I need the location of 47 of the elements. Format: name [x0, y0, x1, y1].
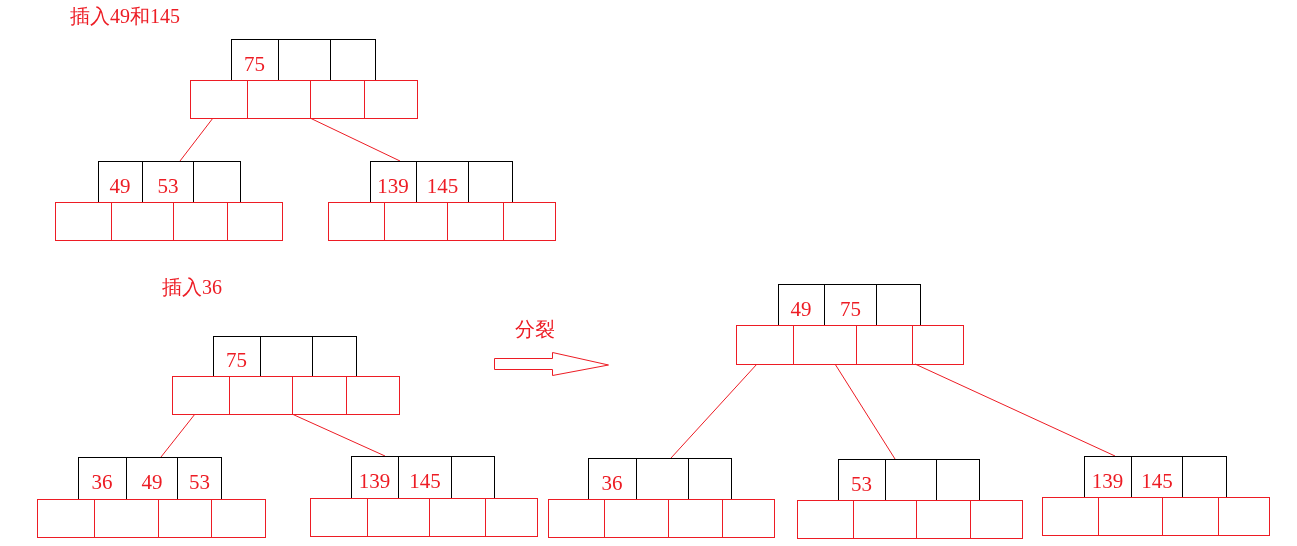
key-number: 145 [1141, 470, 1173, 492]
key-number: 75 [226, 350, 247, 371]
step-heading: 插入49和145 [70, 5, 180, 27]
key-number: 49 [141, 472, 163, 493]
key-number: 36 [601, 472, 623, 494]
key-number: 53 [851, 473, 872, 495]
pointer-row [548, 499, 775, 538]
step-heading: 插入36 [162, 276, 222, 298]
key-row [78, 457, 222, 500]
key-row [370, 161, 513, 203]
key-number: 139 [1091, 470, 1124, 492]
pointer-row [172, 376, 400, 415]
connector-line [834, 363, 896, 460]
key-number: 139 [358, 471, 391, 492]
key-number: 145 [426, 175, 459, 197]
pointer-row [328, 202, 556, 241]
connector-line [309, 117, 401, 162]
pointer-row [37, 499, 266, 538]
arrow-label: 分裂 [515, 318, 555, 340]
connector-line [914, 363, 1116, 457]
pointer-row [310, 498, 538, 537]
key-number: 49 [109, 175, 131, 197]
pointer-row [736, 325, 964, 365]
pointer-row [797, 500, 1023, 539]
connector-line [160, 413, 196, 458]
key-number: 75 [244, 53, 265, 75]
connector-line [179, 117, 214, 162]
key-number: 139 [377, 175, 409, 197]
pointer-row [190, 80, 418, 119]
key-row [231, 39, 376, 81]
key-number: 75 [840, 298, 861, 320]
key-number: 53 [157, 175, 179, 197]
connector-line [291, 413, 386, 457]
key-row [778, 284, 921, 326]
key-row [838, 459, 980, 501]
key-row [1084, 456, 1227, 498]
key-row [351, 456, 495, 499]
key-row [213, 336, 357, 377]
pointer-row [1042, 497, 1270, 536]
key-row [98, 161, 241, 203]
key-number: 53 [189, 472, 210, 493]
key-number: 36 [91, 472, 113, 493]
key-number: 49 [790, 298, 812, 320]
connector-line [670, 363, 758, 459]
key-row [588, 458, 732, 500]
pointer-row [55, 202, 283, 241]
key-number: 145 [409, 471, 441, 492]
